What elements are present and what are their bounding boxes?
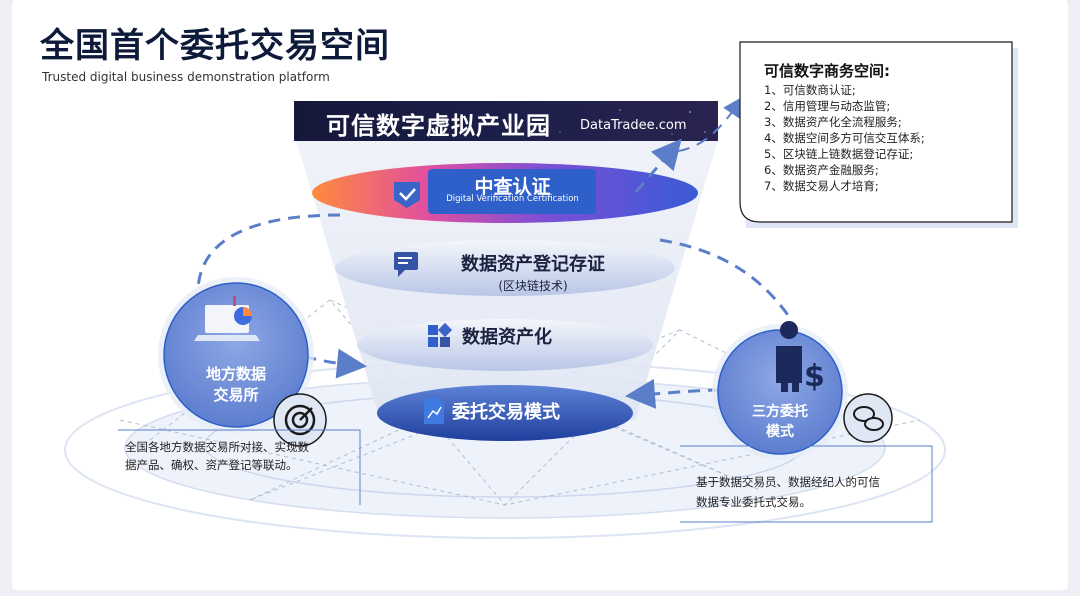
third-party-desc-line2: 数据专业委托式交易。 <box>696 495 811 509</box>
layer-ellipse-2 <box>335 240 675 296</box>
panel-item: 7、数据交易人才培育; <box>764 179 879 193</box>
svg-text:$: $ <box>804 359 825 394</box>
local-exchange-label: 地方数据 交易所 <box>176 364 296 406</box>
layer-registration-title: 数据资产登记存证 <box>461 254 605 275</box>
panel-item: 5、区块链上链数据登记存证; <box>764 147 914 161</box>
local-exchange-desc-line2: 据产品、确权、资产登记等联动。 <box>125 458 298 472</box>
third-party-circle <box>712 324 848 460</box>
page-subtitle: Trusted digital business demonstration p… <box>42 70 330 84</box>
panel-item: 4、数据空间多方可信交互体系; <box>764 131 925 145</box>
verify-title: 中查认证 <box>474 176 551 198</box>
target-icon <box>273 393 327 447</box>
panel-item: 6、数据资产金融服务; <box>764 163 879 177</box>
park-url: DataTradee.com <box>580 118 687 133</box>
third-party-label-line1: 三方委托 <box>752 404 808 420</box>
chat-document-icon <box>394 252 418 277</box>
third-party-label-line2: 模式 <box>766 424 794 440</box>
layer-assetization-title: 数据资产化 <box>462 327 552 348</box>
panel-item: 3、数据资产化全流程服务; <box>764 115 902 129</box>
verified-badge-icon <box>394 182 420 208</box>
laptop-chart-icon <box>194 296 260 341</box>
layer-registration-subtitle: (区块链技术) <box>498 279 568 293</box>
third-party-label: 三方委托 模式 <box>740 402 820 442</box>
panel-title: 可信数字商务空间: <box>764 62 890 80</box>
verify-box <box>428 169 596 214</box>
park-title-bar <box>294 101 718 141</box>
page-title: 全国首个委托交易空间 <box>40 26 390 66</box>
local-exchange-desc-line1: 全国各地方数据交易所对接、实现数 <box>125 440 309 454</box>
layer-ellipse-4 <box>377 385 633 441</box>
verify-subtitle: Digital Verification Certification <box>446 194 579 204</box>
park-title: 可信数字虚拟产业园 <box>326 112 551 140</box>
panel-item: 2、信用管理与动态监管; <box>764 99 891 113</box>
panel-card <box>739 41 1013 223</box>
local-exchange-circle <box>158 277 314 433</box>
third-party-description: 基于数据交易员、数据经纪人的可信 数据专业委托式交易。 <box>696 472 926 512</box>
panel-item: 1、可信数商认证; <box>764 83 856 97</box>
blocks-icon <box>428 322 453 347</box>
local-exchange-description: 全国各地方数据交易所对接、实现数 据产品、确权、资产登记等联动。 <box>125 438 345 474</box>
local-exchange-label-line2: 交易所 <box>213 386 259 404</box>
chat-bubbles-icon <box>843 393 893 443</box>
layer-entrusted-trading-title: 委托交易模式 <box>452 402 560 423</box>
third-party-desc-line1: 基于数据交易员、数据经纪人的可信 <box>696 475 880 489</box>
chart-document-icon <box>424 398 444 424</box>
third-desc-box <box>680 445 933 523</box>
local-desc-box <box>118 429 361 505</box>
businessman-dollar-icon: $ <box>776 321 825 394</box>
local-exchange-label-line1: 地方数据 <box>205 365 266 383</box>
park-bar-stars <box>559 109 706 135</box>
